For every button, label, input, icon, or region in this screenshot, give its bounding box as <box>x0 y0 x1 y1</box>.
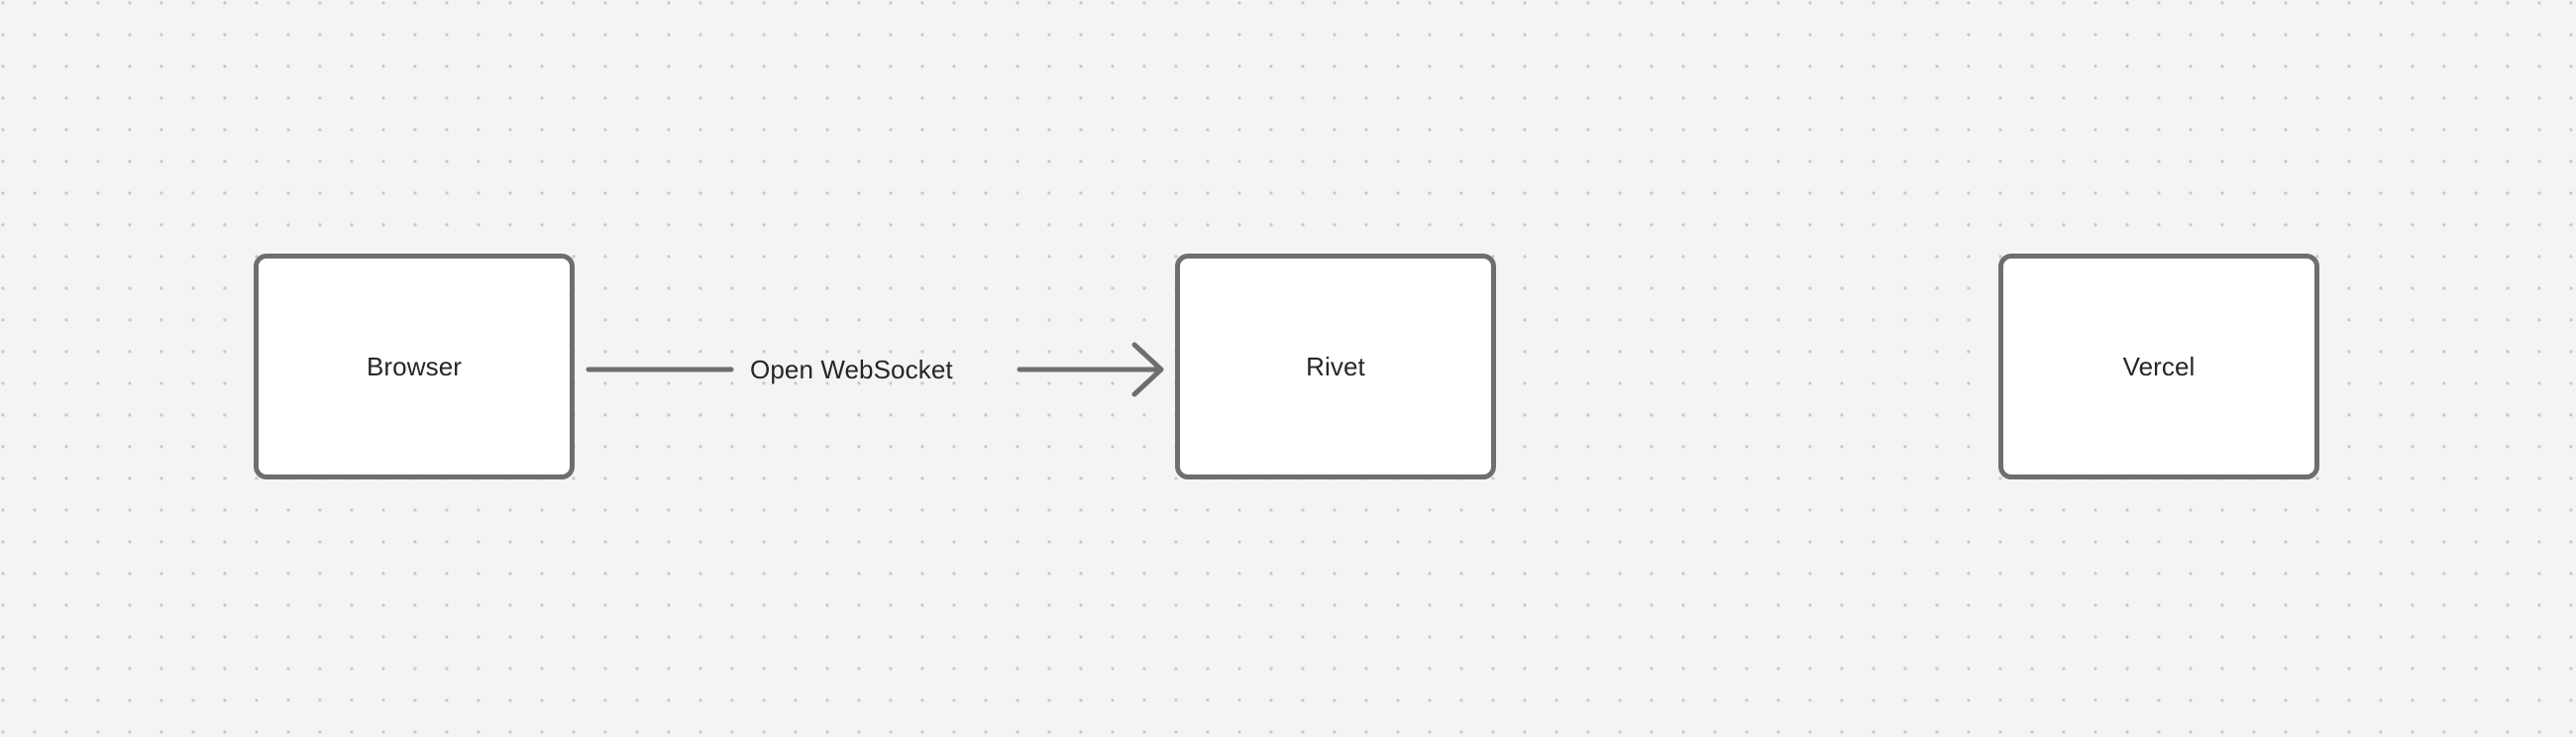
edge-label-open-websocket: Open WebSocket <box>750 355 953 384</box>
node-vercel[interactable]: Vercel <box>1998 254 2319 479</box>
node-browser-label: Browser <box>366 352 463 381</box>
arrowhead-icon <box>1131 342 1164 397</box>
node-rivet-label: Rivet <box>1306 352 1365 381</box>
node-rivet[interactable]: Rivet <box>1175 254 1496 479</box>
node-browser[interactable]: Browser <box>254 254 575 479</box>
node-vercel-label: Vercel <box>2122 352 2196 381</box>
